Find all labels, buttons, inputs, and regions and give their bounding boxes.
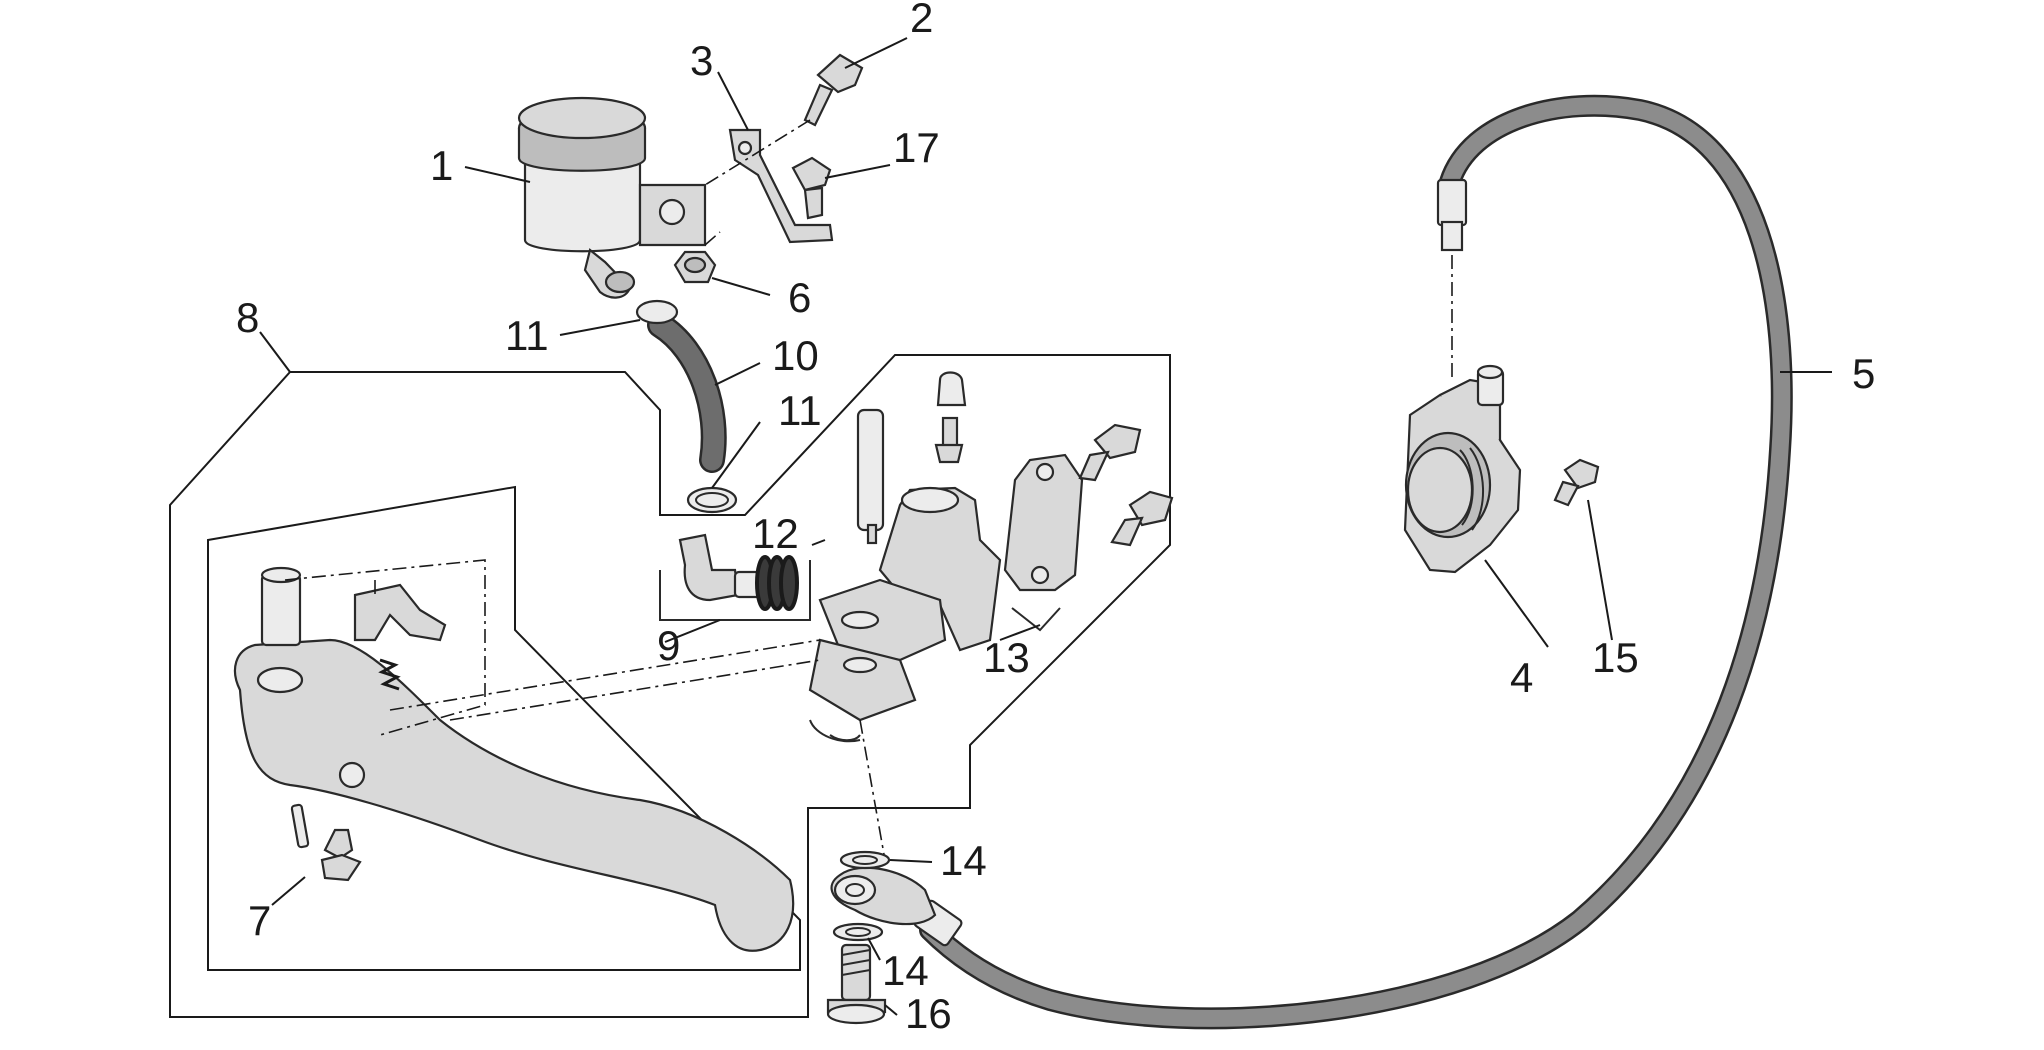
assembly-frame-8: [169, 354, 1171, 1018]
callout-16: 16: [905, 990, 952, 1037]
callout-7: 7: [248, 897, 271, 944]
screw-2: [704, 53, 864, 186]
master-cylinder: [808, 408, 1002, 861]
callout-labels: 1 2 3 4 5 6 7 8 9 10 11 11 12 13 14 14 1…: [236, 0, 1875, 1037]
callout-4: 4: [1510, 654, 1533, 701]
banjo-fitting: [830, 866, 937, 926]
handlebar-clamp: [1003, 423, 1174, 632]
reservoir-hose: [635, 299, 738, 514]
callout-14-lower: 14: [882, 947, 929, 994]
nut-6: [673, 231, 721, 284]
callout-11-upper: 11: [505, 312, 549, 359]
callout-13: 13: [983, 634, 1030, 681]
reservoir-bracket: [728, 128, 834, 244]
callout-2: 2: [910, 0, 933, 41]
banjo-bolt: [826, 943, 887, 1025]
callout-14-upper: 14: [940, 837, 987, 884]
crush-washer-lower: [832, 922, 884, 942]
clutch-lever: [233, 559, 821, 952]
hose-fitting: [659, 533, 811, 621]
callout-12: 12: [752, 510, 799, 557]
crush-washer-upper: [839, 850, 891, 870]
clutch-hose: [913, 94, 1793, 1030]
callout-6: 6: [788, 274, 811, 321]
bleed-nipple: [934, 371, 967, 464]
callout-1: 1: [430, 142, 453, 189]
callout-17: 17: [893, 124, 940, 171]
callout-11-lower: 11: [778, 387, 822, 434]
callout-10: 10: [772, 332, 819, 379]
screw-17: [791, 156, 832, 220]
callout-5: 5: [1852, 350, 1875, 397]
callout-8: 8: [236, 294, 259, 341]
assembly-frame-7: [207, 485, 801, 971]
callout-15: 15: [1592, 634, 1639, 681]
callout-3: 3: [690, 37, 713, 84]
slave-cylinder: [1403, 364, 1522, 574]
leader-lines: [259, 37, 1832, 1016]
fluid-reservoir: [517, 96, 707, 299]
callout-9: 9: [657, 622, 680, 669]
bleed-screw-15: [1553, 458, 1600, 507]
